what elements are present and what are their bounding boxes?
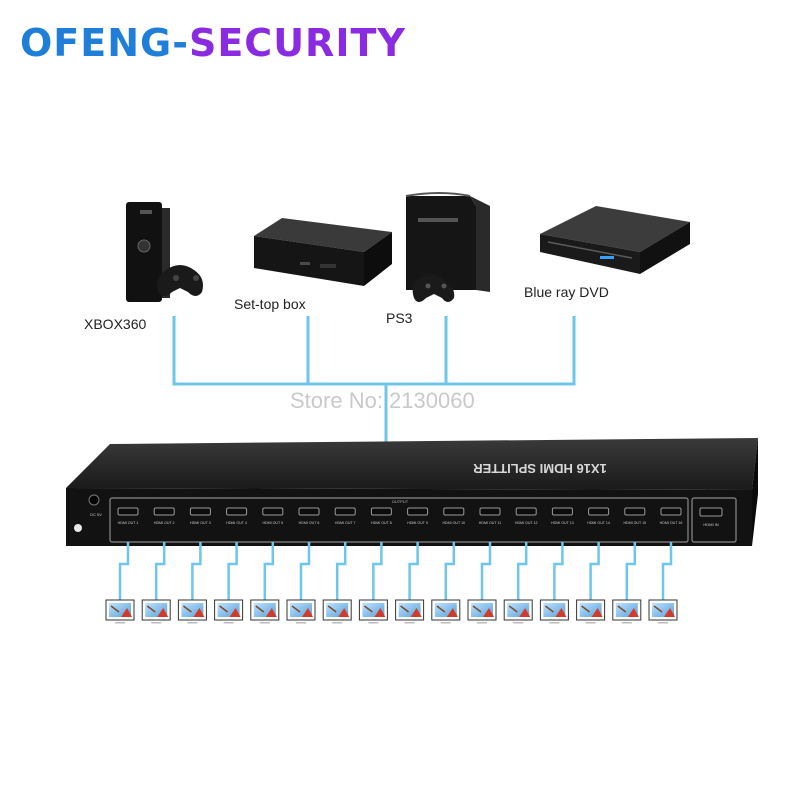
hdmi-out-label: HDMI OUT 10	[442, 521, 465, 525]
hdmi-out-label: HDMI OUT 12	[515, 521, 538, 525]
hdmi-out-port	[226, 507, 248, 516]
display-monitor-icon	[576, 599, 606, 624]
display-monitor-icon	[214, 599, 244, 624]
output-cable	[408, 542, 419, 600]
hdmi-out-port	[479, 507, 501, 516]
brand-text-primary: OFENG-	[20, 21, 189, 65]
store-watermark: Store No: 2130060	[290, 388, 475, 413]
hdmi-in-label: HDMI IN	[703, 522, 718, 527]
display-monitor-icon	[105, 599, 135, 624]
hdmi-out-port	[660, 507, 682, 516]
hdmi-out-port	[153, 507, 175, 516]
output-cables	[118, 542, 673, 600]
bluray-dvd-player-icon	[540, 206, 690, 274]
output-cable	[661, 542, 673, 600]
hdmi-out-port	[334, 507, 356, 516]
output-cable	[444, 542, 456, 600]
output-cable	[553, 542, 564, 600]
cable-bluray	[386, 316, 576, 386]
display-monitor-icon	[395, 599, 425, 624]
hdmi-out-label: HDMI OUT 7	[335, 521, 356, 525]
hdmi-splitter-device: 1X16 HDMI SPLITTER OUTPUT HDMI IN DC 5V …	[66, 438, 758, 546]
source-label-bluray-dvd: Blue ray DVD	[524, 284, 609, 300]
output-ports: HDMI OUT 1 HDMI OUT 2 HDMI OUT 3 HDMI OUT 4…	[117, 507, 683, 525]
hdmi-out-label: HDMI OUT 6	[299, 521, 320, 525]
hdmi-out-port	[407, 507, 429, 516]
hdmi-out-label: HDMI OUT 11	[479, 521, 501, 525]
output-cable	[263, 542, 275, 600]
splitter-title: 1X16 HDMI SPLITTER	[473, 461, 607, 476]
output-cable	[191, 542, 202, 600]
hdmi-out-label: HDMI OUT 15	[623, 521, 646, 525]
hdmi-out-label: HDMI OUT 2	[154, 521, 175, 525]
output-cable	[625, 542, 637, 600]
power-led	[74, 524, 82, 532]
display-monitor-icon	[358, 599, 388, 624]
hdmi-out-port	[117, 507, 139, 516]
source-label-set-top-box: Set-top box	[234, 296, 306, 312]
input-port-bay	[691, 497, 737, 543]
hdmi-out-label: HDMI OUT 9	[407, 521, 428, 525]
hdmi-out-label: HDMI OUT 1	[118, 521, 139, 525]
displays	[105, 599, 678, 624]
hdmi-in-port	[699, 507, 723, 517]
hdmi-out-port	[262, 507, 284, 516]
display-monitor-icon	[612, 599, 642, 624]
output-cable	[299, 542, 311, 600]
hdmi-out-port	[588, 507, 610, 516]
display-monitor-icon	[539, 599, 569, 624]
display-monitor-icon	[141, 599, 171, 624]
set-top-box-icon	[254, 218, 392, 286]
brand-text-secondary: SECURITY	[188, 21, 406, 65]
hdmi-out-label: HDMI OUT 13	[551, 521, 574, 525]
output-cable	[516, 542, 528, 600]
source-label-xbox360: XBOX360	[84, 316, 147, 332]
display-monitor-icon	[177, 599, 207, 624]
display-monitor-icon	[431, 599, 461, 624]
output-cable	[589, 542, 600, 600]
hdmi-out-label: HDMI OUT 3	[190, 521, 211, 525]
output-cable	[372, 542, 383, 600]
brand-logo: OFENG-SECURITY	[20, 20, 406, 66]
power-label: DC 5V	[90, 512, 102, 517]
display-monitor-icon	[250, 599, 280, 624]
ps3-console-icon	[405, 192, 490, 302]
xbox360-console-icon	[126, 202, 203, 302]
hdmi-out-port	[515, 507, 537, 516]
hdmi-out-port	[189, 507, 211, 516]
hdmi-out-port	[624, 507, 646, 516]
output-cable	[227, 542, 238, 600]
display-monitor-icon	[467, 599, 497, 624]
hdmi-out-port	[443, 507, 465, 516]
hdmi-out-label: HDMI OUT 8	[371, 521, 392, 525]
display-monitor-icon	[648, 599, 678, 624]
display-monitor-icon	[503, 599, 533, 624]
output-cable	[154, 542, 166, 600]
port-group-label: OUTPUT	[392, 499, 409, 504]
hdmi-out-label: HDMI OUT 16	[660, 521, 683, 525]
output-cable	[480, 542, 492, 600]
source-label-ps3: PS3	[386, 310, 413, 326]
hdmi-out-label: HDMI OUT 5	[262, 521, 283, 525]
display-monitor-icon	[286, 599, 316, 624]
output-port-bay	[109, 497, 689, 543]
output-cable	[118, 542, 130, 600]
hdmi-out-label: HDMI OUT 14	[587, 521, 610, 525]
power-jack	[88, 494, 100, 506]
hdmi-out-label: HDMI OUT 4	[226, 521, 247, 525]
hdmi-out-port	[551, 507, 573, 516]
hdmi-out-port	[370, 507, 392, 516]
cable-xbox360	[172, 316, 386, 386]
display-monitor-icon	[322, 599, 352, 624]
output-cable	[335, 542, 347, 600]
hdmi-out-port	[298, 507, 320, 516]
